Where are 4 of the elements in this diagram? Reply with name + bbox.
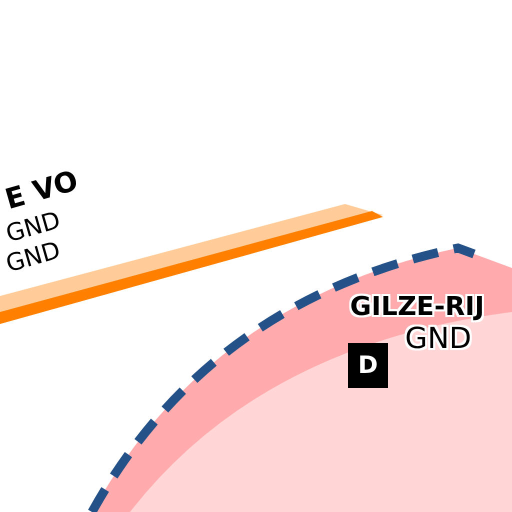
- map-label: GILZE-RIJ: [350, 294, 484, 320]
- map-label: GND: [405, 324, 472, 353]
- map-label: E VO: [2, 166, 81, 214]
- airspace-class-badge: D: [348, 343, 388, 388]
